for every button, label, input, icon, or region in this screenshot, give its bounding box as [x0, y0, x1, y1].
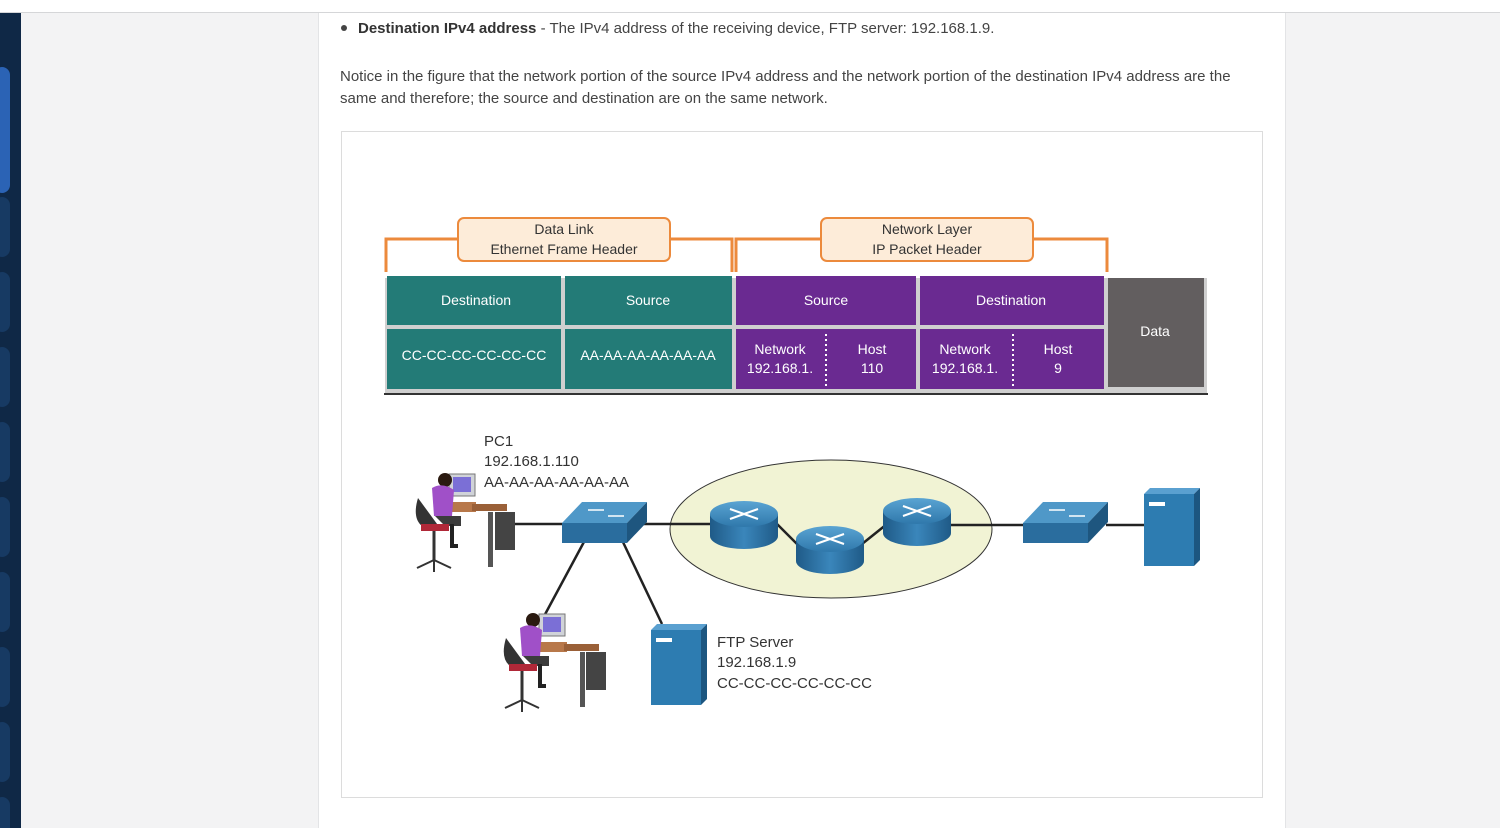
top-border: [0, 0, 1500, 13]
ip-destination-label: Destination: [976, 292, 1046, 308]
dl-source-label: Source: [626, 292, 671, 308]
nav-tab[interactable]: [0, 722, 10, 782]
bullet-text: The IPv4 address of the receiving device…: [549, 20, 995, 37]
ip-destination-network-value: 192.168.1.: [932, 360, 998, 376]
nav-tab[interactable]: [0, 347, 10, 407]
main-content: Destination IPv4 address - The IPv4 addr…: [318, 13, 1286, 828]
dl-destination-mac: CC-CC-CC-CC-CC-CC: [402, 347, 547, 363]
network-layer-subtitle: IP Packet Header: [872, 241, 982, 257]
ftp-server-icon: [651, 624, 707, 705]
ip-destination-field: [920, 276, 1104, 325]
frame-fields: Destination CC-CC-CC-CC-CC-CC Source AA-…: [384, 276, 1208, 395]
router-icon: [883, 498, 951, 546]
network-layer-title: Network Layer: [882, 221, 973, 237]
router-icon: [796, 526, 864, 574]
nav-tab-active[interactable]: [0, 67, 10, 193]
datalink-subtitle: Ethernet Frame Header: [490, 241, 637, 257]
pc1-mac: AA-AA-AA-AA-AA-AA: [484, 474, 629, 491]
ip-source-field: [736, 276, 916, 325]
ip-source-host-value: 110: [861, 360, 884, 376]
data-label: Data: [1140, 323, 1170, 339]
datalink-title: Data Link: [534, 221, 594, 237]
bullet-term: Destination IPv4 address: [358, 20, 537, 37]
ip-destination-host-label: Host: [1044, 341, 1073, 357]
datalink-bracket: Data Link Ethernet Frame Header: [384, 217, 734, 272]
bullet-separator: -: [536, 20, 550, 37]
frame-and-topology-diagram: Data Link Ethernet Frame Header Network …: [384, 217, 1208, 712]
data-field: [1108, 278, 1204, 387]
bullet-destination-ipv4: Destination IPv4 address - The IPv4 addr…: [341, 19, 994, 39]
ip-source-network-value: 192.168.1.: [747, 360, 813, 376]
nav-tab[interactable]: [0, 497, 10, 557]
dl-destination-field: [387, 276, 561, 325]
network-links: [507, 522, 1144, 625]
nav-tab[interactable]: [0, 572, 10, 632]
nav-tab[interactable]: [0, 797, 10, 828]
dl-destination-label: Destination: [441, 292, 511, 308]
switch-icon: [1023, 502, 1108, 543]
nav-tab[interactable]: [0, 647, 10, 707]
dl-source-mac: AA-AA-AA-AA-AA-AA: [580, 347, 716, 363]
notice-paragraph: Notice in the figure that the network po…: [340, 68, 1231, 107]
switch-icon: [562, 502, 647, 543]
ftp-server-mac: CC-CC-CC-CC-CC-CC: [717, 675, 872, 692]
pc1-workstation-icon: [415, 473, 515, 572]
pc1-ip: 192.168.1.110: [484, 453, 579, 470]
ip-destination-host-value: 9: [1054, 360, 1062, 376]
dl-source-field: [565, 276, 732, 325]
pc1-name: PC1: [484, 433, 513, 450]
network-layer-bracket: Network Layer IP Packet Header: [734, 217, 1109, 272]
ip-source-network-label: Network: [754, 341, 806, 357]
workstation-icon: [503, 613, 606, 712]
nav-tab[interactable]: [0, 197, 10, 257]
router-icon: [710, 501, 778, 549]
ftp-server-ip: 192.168.1.9: [717, 654, 796, 671]
left-navigation-rail: [0, 13, 21, 828]
ip-destination-network-label: Network: [939, 341, 991, 357]
remote-server-icon: [1144, 488, 1200, 566]
nav-tab[interactable]: [0, 422, 10, 482]
nav-tab[interactable]: [0, 272, 10, 332]
network-figure: Data Link Ethernet Frame Header Network …: [341, 131, 1263, 798]
ip-source-label: Source: [804, 292, 849, 308]
ip-source-host-label: Host: [858, 341, 887, 357]
ftp-server-name: FTP Server: [717, 634, 793, 651]
bullet-dot: [341, 25, 347, 32]
